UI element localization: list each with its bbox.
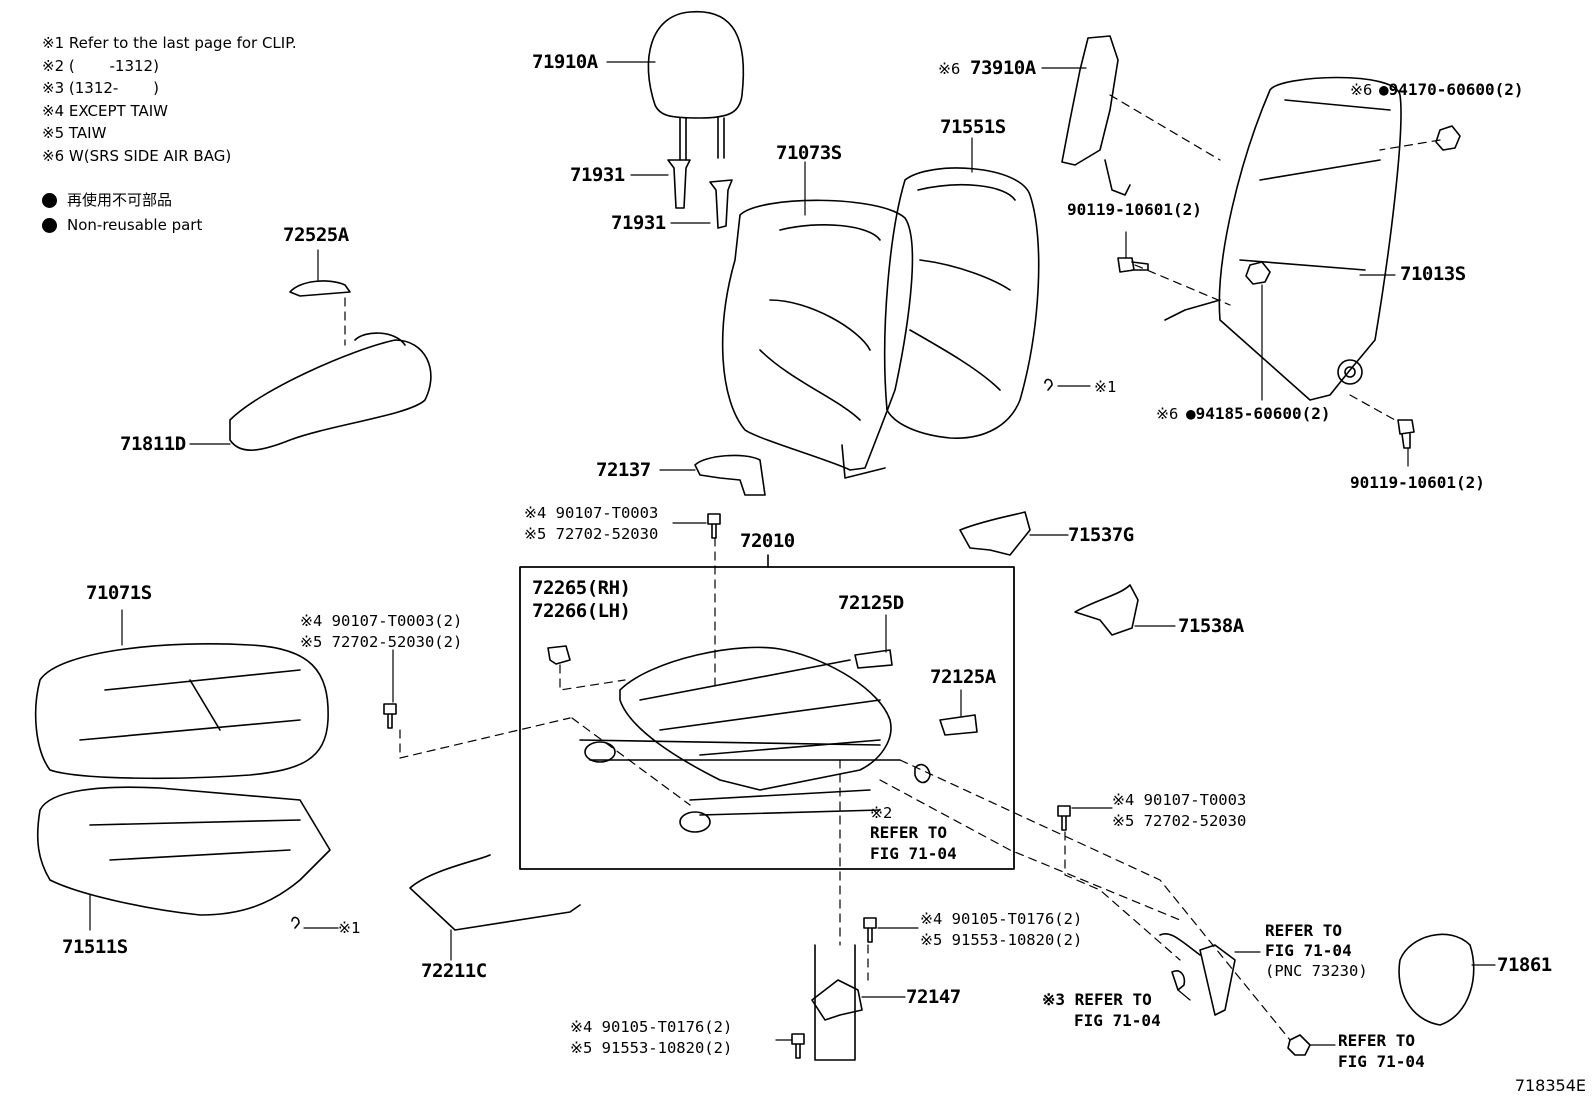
ref2-refer-to[interactable]: REFER TO [870, 823, 948, 842]
part-label-71013S[interactable]: 71013S [1400, 263, 1466, 285]
bolt-label-5b: ※5 72702-52030(2) [300, 633, 463, 651]
part-label-73910A[interactable]: 73910A [970, 57, 1036, 79]
bolt-label-4c: ※4 90107-T0003 [1112, 791, 1247, 809]
part-label-71931-a[interactable]: 71931 [570, 164, 625, 186]
bolt-label-4d: ※4 90105-T0176(2) [920, 910, 1083, 928]
note-5: ※5 TAIW [42, 124, 107, 142]
part-label-72125A[interactable]: 72125A [930, 666, 996, 688]
fasteners-top-right [1117, 125, 1461, 449]
side-cover-drawing [229, 332, 432, 451]
part-label-72010[interactable]: 72010 [740, 530, 795, 552]
seatback-cover-drawing [721, 199, 914, 479]
bolt-label-4e: ※4 90105-T0176(2) [570, 1018, 733, 1036]
knob-drawing [289, 280, 351, 297]
non-reusable-dot-icon [42, 193, 57, 208]
ref2-fig[interactable]: FIG 71-04 [870, 844, 957, 863]
part-label-94170[interactable]: ●94170-60600(2) [1379, 80, 1524, 99]
bracket-72147-drawing [811, 944, 863, 1061]
bracket-72125D-drawing [854, 649, 893, 669]
note-3: ※3 (1312- ) [42, 79, 159, 97]
legend: 再使用不可部品 Non-reusable part [42, 188, 202, 238]
part-label-71861[interactable]: 71861 [1497, 954, 1552, 976]
track-cover-g-drawing [959, 511, 1031, 556]
refB-refer-to[interactable]: REFER TO [1338, 1031, 1416, 1050]
part-label-94185[interactable]: ●94185-60600(2) [1186, 404, 1331, 423]
part-label-72265[interactable]: 72265(RH) [532, 577, 631, 599]
seatback-frame-drawing [1164, 76, 1402, 401]
legend-jp: 再使用不可部品 [67, 191, 173, 209]
note-ref-6: ※6 [938, 60, 961, 78]
part-label-90119-a[interactable]: 90119-10601(2) [1067, 200, 1202, 219]
part-label-72525A[interactable]: 72525A [283, 224, 349, 246]
side-airbag-drawing [1061, 35, 1131, 196]
bolt-label-5a: ※5 72702-52030 [524, 525, 659, 543]
bolt-label-5c: ※5 72702-52030 [1112, 812, 1247, 830]
adjuster-box [519, 566, 1015, 870]
part-label-71537G[interactable]: 71537G [1068, 524, 1134, 546]
cushion-pad-drawing [36, 786, 331, 916]
part-label-71910A[interactable]: 71910A [532, 51, 598, 73]
note-ref-6: ※6 [1350, 81, 1373, 99]
seatbelt-buckle-drawing [1159, 933, 1236, 1016]
refA-fig[interactable]: FIG 71-04 [1265, 941, 1352, 960]
part-label-72125D[interactable]: 72125D [838, 592, 904, 614]
figure-id: 718354E [1514, 1076, 1586, 1095]
legend-en: Non-reusable part [67, 216, 203, 234]
note-1: ※1 Refer to the last page for CLIP. [42, 34, 297, 52]
bolt-label-5d: ※5 91553-10820(2) [920, 931, 1083, 949]
note-4: ※4 EXCEPT TAIW [42, 101, 168, 120]
dashed-connectors [344, 94, 1441, 1041]
part-label-71511S[interactable]: 71511S [62, 936, 128, 958]
hinge-cover-drawing [694, 454, 766, 496]
track-cover-a-drawing [1074, 584, 1139, 636]
part-label-71073S[interactable]: 71073S [776, 142, 842, 164]
part-label-72137[interactable]: 72137 [596, 459, 651, 481]
buckle-cover-drawing [1398, 933, 1475, 1026]
part-label-72266[interactable]: 72266(LH) [532, 600, 631, 622]
part-label-71551S[interactable]: 71551S [940, 116, 1006, 138]
part-label-72147[interactable]: 72147 [906, 986, 961, 1008]
clip-ref-1: ※1 [1094, 378, 1117, 396]
headrest-guide-drawing [667, 159, 733, 229]
ref3-refer-to[interactable]: ※3 REFER TO [1042, 990, 1152, 1009]
note-2: ※2 ( -1312) [42, 56, 159, 75]
wire-drawing [409, 854, 581, 931]
part-label-71811D[interactable]: 71811D [120, 433, 186, 455]
part-label-71071S[interactable]: 71071S [86, 582, 152, 604]
cushion-cover-drawing [34, 643, 329, 780]
bolt-label-4b: ※4 90107-T0003(2) [300, 612, 463, 630]
ref2-note: ※2 [870, 804, 893, 822]
non-reusable-dot-icon [42, 218, 57, 233]
note-ref-6: ※6 [1156, 405, 1179, 423]
refB-fig[interactable]: FIG 71-04 [1338, 1052, 1425, 1071]
part-label-72211C[interactable]: 72211C [421, 960, 487, 982]
refA-pnc: (PNC 73230) [1265, 962, 1368, 980]
notes-block: ※1 Refer to the last page for CLIP. ※2 (… [42, 32, 297, 167]
bolt-label-4a: ※4 90107-T0003 [524, 504, 659, 522]
nut-bottom-drawing [1287, 1034, 1311, 1056]
seat-adjuster-drawing [579, 646, 901, 833]
clip-ref-1: ※1 [338, 919, 361, 937]
note-6: ※6 W(SRS SIDE AIR BAG) [42, 146, 232, 165]
clip-ref2-drawing [914, 763, 931, 784]
ref3-fig[interactable]: FIG 71-04 [1074, 1011, 1161, 1030]
part-label-71538A[interactable]: 71538A [1178, 615, 1244, 637]
bolt-label-5e: ※5 91553-10820(2) [570, 1039, 733, 1057]
clip-ref3-drawing [1171, 970, 1186, 991]
part-label-90119-b[interactable]: 90119-10601(2) [1350, 473, 1485, 492]
clip-72265-drawing [547, 645, 571, 665]
bracket-72125A-drawing [939, 714, 978, 736]
refA-refer-to[interactable]: REFER TO [1265, 921, 1343, 940]
leader-lines [89, 61, 1496, 1046]
part-label-71931-b[interactable]: 71931 [611, 212, 666, 234]
headrest-drawing [647, 10, 745, 161]
seatback-pad-drawing [883, 167, 1040, 439]
